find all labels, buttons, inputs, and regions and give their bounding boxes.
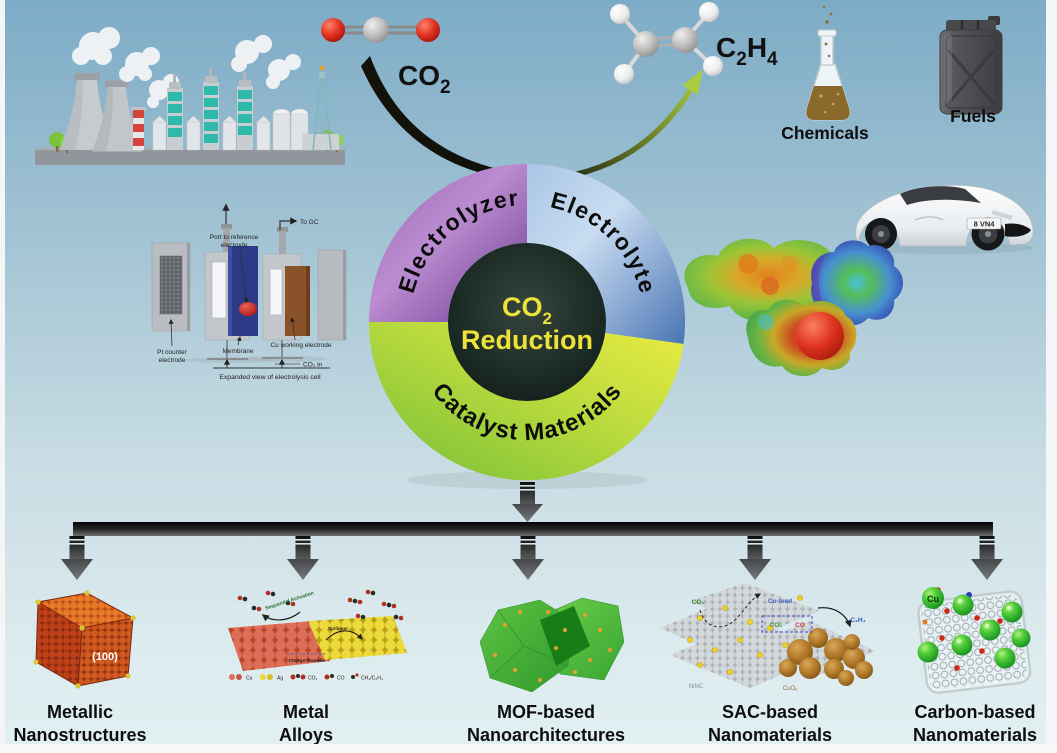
category-5-line1: Carbon-based bbox=[914, 702, 1035, 722]
chemicals-flask-illustration bbox=[805, 5, 851, 121]
category-2-line2: Alloys bbox=[279, 725, 333, 745]
frame-bottom bbox=[0, 744, 1057, 753]
category-1-line1: Metallic bbox=[47, 702, 113, 722]
alloys-legend: Cu Ag CO₂ CO CH₄/C₂H₄ bbox=[229, 673, 383, 682]
spillover-label: Spillover bbox=[328, 626, 348, 632]
fuels-label: Fuels bbox=[950, 106, 996, 126]
cu-slab bbox=[228, 621, 330, 671]
striped-chimney bbox=[131, 107, 146, 150]
pt-label-line1: Pt counter bbox=[157, 349, 187, 356]
legend-co2: CO₂ bbox=[308, 676, 318, 682]
reference-port-knob bbox=[239, 302, 257, 316]
cu-nanoparticles bbox=[917, 587, 1031, 669]
category-2-line1: Metal bbox=[283, 702, 329, 722]
ninc-label: NiNC bbox=[689, 684, 704, 690]
carbon-nanomaterial-illustration: Cu bbox=[917, 587, 1032, 694]
category-3-line1: MOF-based bbox=[497, 702, 595, 722]
port-label-line2: electrode bbox=[221, 242, 248, 249]
legend-ch4-c2h4: CH₄/C₂H₄ bbox=[361, 676, 383, 682]
category-3-line2: Nanoarchitectures bbox=[467, 725, 625, 745]
pt-label-line2: electrode bbox=[159, 357, 186, 364]
cuox-label: CuOₓ bbox=[783, 686, 797, 692]
sac-c2h4-label: C₂H₄ bbox=[850, 617, 865, 624]
donut-segment-catalyst bbox=[368, 322, 684, 481]
car-illustration: 8 VN4 bbox=[855, 184, 1034, 254]
single-atom-sites bbox=[687, 595, 803, 675]
cell-caption: Expanded view of electrolysis cell bbox=[219, 374, 321, 381]
membrane-label: Membrane bbox=[222, 348, 253, 355]
legend-cu: Cu bbox=[246, 676, 253, 682]
cuox-clusters bbox=[779, 628, 873, 686]
cofeed-label: Co-feed bbox=[768, 598, 792, 605]
molecular-surface-blobs bbox=[684, 238, 903, 377]
cu-working-label: Cu working electrode bbox=[270, 342, 331, 349]
distribution-bar bbox=[73, 522, 993, 536]
smoke-clouds bbox=[72, 27, 301, 108]
distillation-columns bbox=[167, 68, 253, 150]
category-4-line1: SAC-based bbox=[722, 702, 818, 722]
c2h4-label: C2H4 bbox=[716, 32, 778, 70]
pt-electrode-mesh bbox=[159, 255, 183, 315]
donut-center-line1: CO2 bbox=[502, 292, 552, 328]
branch-arrow bbox=[739, 536, 771, 580]
branch-arrow bbox=[61, 536, 93, 580]
branch-arrow bbox=[971, 536, 1003, 580]
port-label-line1: Port to reference bbox=[210, 234, 259, 241]
power-plant-illustration bbox=[35, 27, 345, 165]
membrane-plate bbox=[228, 246, 258, 336]
co2-molecule bbox=[321, 17, 440, 43]
cu-particle-label: Cu bbox=[927, 594, 939, 604]
electrolysis-cell-diagram: To GC Port to reference electrode Pt cou… bbox=[151, 203, 347, 381]
category-labels: Metallic Nanostructures Metal Alloys MOF… bbox=[13, 702, 1037, 745]
cooling-tower bbox=[92, 80, 143, 152]
oil-derrick bbox=[312, 65, 332, 151]
legend-co: CO bbox=[337, 676, 345, 682]
metallic-nanocube: (100) bbox=[33, 590, 136, 689]
mof-metal-sites bbox=[493, 610, 612, 682]
legend-ag: Ag bbox=[277, 676, 283, 682]
ag-slab bbox=[308, 616, 407, 660]
cu-electrode-plate bbox=[285, 266, 310, 336]
mof-crystals-illustration bbox=[479, 597, 625, 693]
donut-center bbox=[448, 243, 606, 401]
sac-illustration: CO₂ Co-feed CO₂ CO C₂H₄ NiNC CuOₓ bbox=[660, 583, 875, 692]
category-5-line2: Nanomaterials bbox=[913, 725, 1037, 745]
flow-connector bbox=[61, 482, 1003, 580]
facet-label: (100) bbox=[92, 651, 118, 663]
co2-label: CO2 bbox=[398, 60, 451, 98]
donut-center-line2: Reduction bbox=[461, 325, 593, 355]
category-1-line2: Nanostructures bbox=[13, 725, 146, 745]
fuels-can-illustration bbox=[939, 16, 1003, 115]
box-co-label: CO bbox=[795, 622, 805, 629]
gas-molecules bbox=[237, 589, 404, 621]
frame-left bbox=[0, 0, 5, 753]
license-plate: 8 VN4 bbox=[974, 220, 996, 229]
sac-co2-label: CO₂ bbox=[692, 599, 705, 606]
ethylene-molecule bbox=[610, 2, 723, 84]
chemicals-label: Chemicals bbox=[781, 123, 869, 143]
branch-arrow bbox=[287, 536, 319, 580]
branch-arrow bbox=[512, 536, 544, 580]
to-gc-label: To GC bbox=[300, 219, 319, 226]
donut-segment-electrolyte bbox=[527, 164, 686, 344]
charge-transfer-label: Charge Transfer bbox=[289, 658, 326, 664]
category-4-line2: Nanomaterials bbox=[708, 725, 832, 745]
to-gc-arrow bbox=[279, 217, 298, 230]
co2-in-label: CO₂ in bbox=[303, 362, 323, 369]
donut-segment-electrolyzer bbox=[369, 164, 527, 322]
box-co2-label: CO₂ bbox=[770, 622, 783, 629]
frame-right bbox=[1046, 0, 1057, 753]
